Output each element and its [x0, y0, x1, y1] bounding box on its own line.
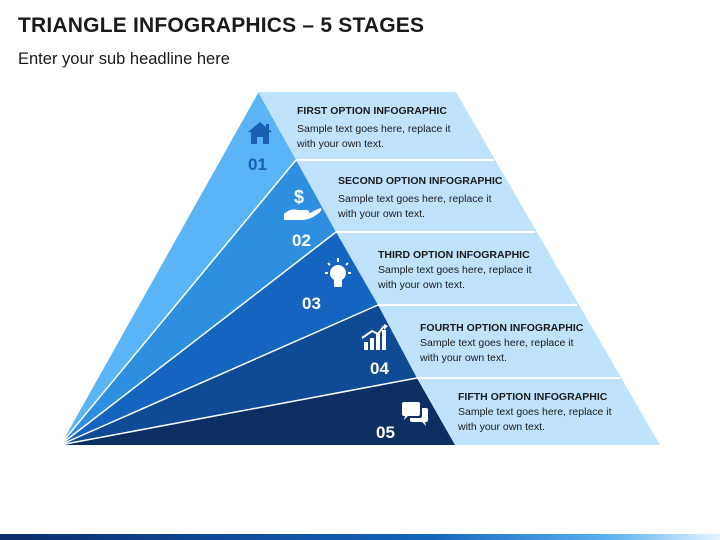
stage-5-number: 05: [376, 423, 395, 442]
stage-4-group: 04 FOURTH OPTION INFOGRAPHIC Sample text…: [361, 322, 584, 378]
stage-2-group: $ 02 SECOND OPTION INFOGRAPHIC Sample te…: [284, 175, 503, 250]
stage-4-wedge: [60, 305, 417, 445]
page-title: TRIANGLE INFOGRAPHICS – 5 STAGES: [18, 14, 425, 37]
stage-5-wedge: [60, 378, 455, 445]
stage-3-text-line2: with your own text.: [377, 279, 465, 291]
hand-dollar-icon: $: [284, 187, 322, 220]
chat-icon: [402, 402, 428, 426]
wedge-divider-1: [59, 159, 297, 446]
stage-2-text-line1: Sample text goes here, replace it: [338, 193, 492, 205]
stage-5-group: 05 FIFTH OPTION INFOGRAPHIC Sample text …: [376, 391, 612, 442]
stage-1-number: 01: [248, 155, 267, 174]
stage-5-text-line1: Sample text goes here, replace it: [458, 406, 612, 418]
wedge-divider-4: [59, 377, 418, 446]
home-icon: [248, 122, 272, 144]
stage-1-text-line2: with your own text.: [296, 138, 384, 150]
stage-2-wedge: [60, 160, 336, 445]
stage-1-title: FIRST OPTION INFOGRAPHIC: [297, 105, 447, 117]
footer-bar: [0, 534, 720, 540]
stage-4-title: FOURTH OPTION INFOGRAPHIC: [420, 322, 584, 334]
stage-3-text-line1: Sample text goes here, replace it: [378, 264, 532, 276]
left-edge-line: [59, 91, 259, 446]
stage-2-title: SECOND OPTION INFOGRAPHIC: [338, 175, 503, 187]
stage-1-group: 01 FIRST OPTION INFOGRAPHIC Sample text …: [248, 105, 451, 174]
stage-3-number: 03: [302, 294, 321, 313]
page-subtitle: Enter your sub headline here: [18, 50, 230, 68]
stage-4-text-line2: with your own text.: [419, 352, 507, 364]
stage-5-text-line2: with your own text.: [457, 421, 545, 433]
lightbulb-icon: [325, 258, 351, 287]
stage-1-wedge: [60, 92, 296, 445]
bar-chart-icon: [361, 324, 388, 350]
stage-2-number: 02: [292, 231, 311, 250]
pyramid-right-face: [258, 92, 660, 445]
stage-3-wedge: [60, 232, 378, 445]
svg-text:$: $: [294, 187, 304, 207]
stage-2-text-line2: with your own text.: [337, 208, 425, 220]
stage-5-title: FIFTH OPTION INFOGRAPHIC: [458, 391, 608, 403]
wedge-divider-3: [59, 304, 379, 446]
stage-3-group: 03 THIRD OPTION INFOGRAPHIC Sample text …: [302, 249, 532, 313]
stage-1-text-line1: Sample text goes here, replace it: [297, 123, 451, 135]
stage-4-text-line1: Sample text goes here, replace it: [420, 337, 574, 349]
wedge-divider-2: [59, 231, 337, 446]
stage-3-title: THIRD OPTION INFOGRAPHIC: [378, 249, 530, 261]
stage-4-number: 04: [370, 359, 389, 378]
